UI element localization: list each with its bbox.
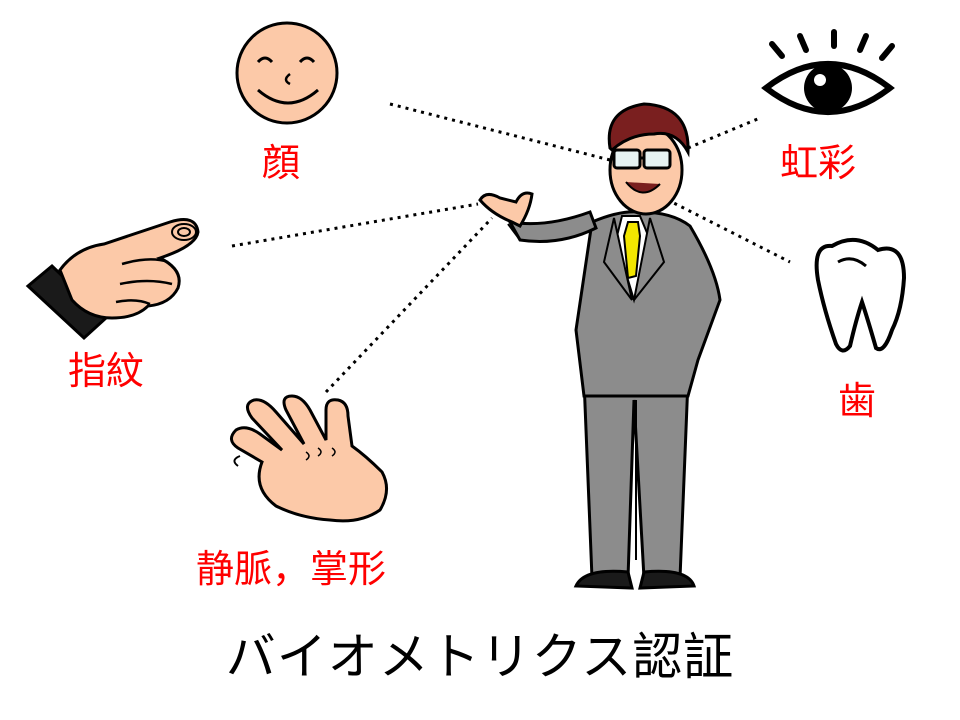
connector-fingerprint <box>231 202 479 248</box>
face-icon <box>235 21 339 125</box>
label-face: 顔 <box>262 141 301 185</box>
connector-vein-palm <box>324 216 494 394</box>
businessman-figure <box>478 102 722 590</box>
open-hand-icon <box>230 394 388 523</box>
label-tooth: 歯 <box>838 379 877 423</box>
pointing-hand-icon <box>25 218 200 341</box>
diagram-title: バイオメトリクス認証 <box>225 628 735 686</box>
connector-lines <box>231 102 791 394</box>
label-vein-palm: 静脈，掌形 <box>196 547 387 591</box>
connector-tooth <box>659 194 791 264</box>
eye-icon <box>761 29 895 115</box>
connector-face <box>389 102 611 162</box>
label-iris: 虹彩 <box>780 141 857 185</box>
label-fingerprint: 指紋 <box>68 349 145 393</box>
tooth-icon <box>814 238 907 353</box>
connector-iris <box>687 116 761 150</box>
